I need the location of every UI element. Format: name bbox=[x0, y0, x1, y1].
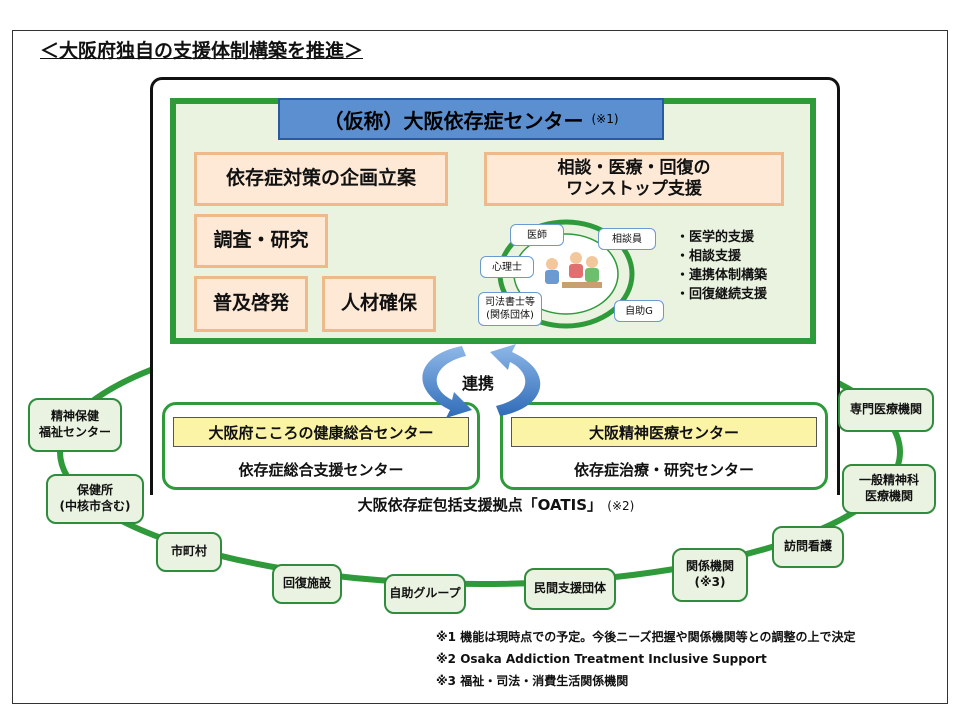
network-node-private-support: 民間支援団体 bbox=[524, 568, 616, 610]
staff-psychologist: 心理士 bbox=[480, 256, 534, 278]
support-item: ・相談支援 bbox=[676, 249, 742, 264]
oatis-label: 大阪依存症包括支援拠点「OATIS」 (※2) bbox=[318, 494, 674, 516]
page-title: ＜大阪府独自の支援体制構築を推進＞ bbox=[40, 40, 364, 62]
function-research: 調査・研究 bbox=[194, 214, 328, 268]
kokoro-title: 大阪府こころの健康総合センター bbox=[173, 417, 469, 447]
footnotes: ※1 機能は現時点での予定。今後ニーズ把握や関係機関等との調整の上で決定 ※2 … bbox=[436, 626, 855, 692]
center-title: （仮称）大阪依存症センター (※1) bbox=[278, 98, 664, 140]
seishin-title: 大阪精神医療センター bbox=[511, 417, 817, 447]
oatis-label-text: 大阪依存症包括支援拠点「OATIS」 bbox=[357, 496, 603, 514]
center-title-text: （仮称）大阪依存症センター bbox=[323, 108, 584, 133]
seishin-center: 大阪精神医療センター 依存症治療・研究センター bbox=[500, 402, 828, 490]
staff-self-help-group: 自助G bbox=[614, 300, 664, 322]
kokoro-role: 依存症総合支援センター bbox=[238, 461, 404, 479]
network-node-mental-health-center: 精神保健 福祉センター bbox=[28, 398, 122, 452]
center-title-note: (※1) bbox=[591, 112, 619, 126]
support-item: ・回復継続支援 bbox=[676, 287, 768, 302]
seishin-role: 依存症治療・研究センター bbox=[573, 461, 754, 479]
footnote-2: ※2 Osaka Addiction Treatment Inclusive S… bbox=[436, 652, 767, 666]
staff-scrivener: 司法書士等 (関係団体) bbox=[478, 292, 542, 326]
function-planning: 依存症対策の企画立案 bbox=[194, 152, 448, 206]
network-node-visiting-nursing: 訪問看護 bbox=[772, 526, 844, 568]
staff-doctor: 医師 bbox=[510, 224, 564, 246]
oatis-note: (※2) bbox=[607, 499, 635, 513]
staff-counselor: 相談員 bbox=[598, 228, 656, 250]
function-staffing: 人材確保 bbox=[322, 276, 436, 332]
network-node-recovery-facility: 回復施設 bbox=[272, 564, 342, 604]
network-node-health-center: 保健所 (中核市含む) bbox=[46, 474, 144, 524]
kokoro-center: 大阪府こころの健康総合センター 依存症総合支援センター bbox=[162, 402, 480, 490]
network-node-related-agencies: 関係機関 (※3) bbox=[672, 548, 748, 602]
network-node-self-help-group: 自助グループ bbox=[384, 574, 466, 614]
link-label: 連携 bbox=[462, 374, 495, 393]
footnote-1: ※1 機能は現時点での予定。今後ニーズ把握や関係機関等との調整の上で決定 bbox=[436, 630, 856, 644]
support-item: ・連携体制構築 bbox=[676, 268, 768, 283]
network-node-general-psychiatry: 一般精神科 医療機関 bbox=[842, 464, 936, 514]
function-awareness: 普及啓発 bbox=[194, 276, 308, 332]
network-node-specialist-medical: 専門医療機関 bbox=[838, 388, 934, 432]
support-item: ・医学的支援 bbox=[676, 230, 755, 245]
people-icon bbox=[545, 252, 602, 288]
onestop-support: 相談・医療・回復の ワンストップ支援 bbox=[484, 152, 784, 206]
network-node-municipality: 市町村 bbox=[156, 532, 222, 572]
support-list: ・医学的支援 ・相談支援 ・連携体制構築 ・回復継続支援 bbox=[676, 228, 767, 304]
footnote-3: ※3 福祉・司法・消費生活関係機関 bbox=[436, 674, 629, 688]
slide-frame bbox=[12, 30, 948, 704]
